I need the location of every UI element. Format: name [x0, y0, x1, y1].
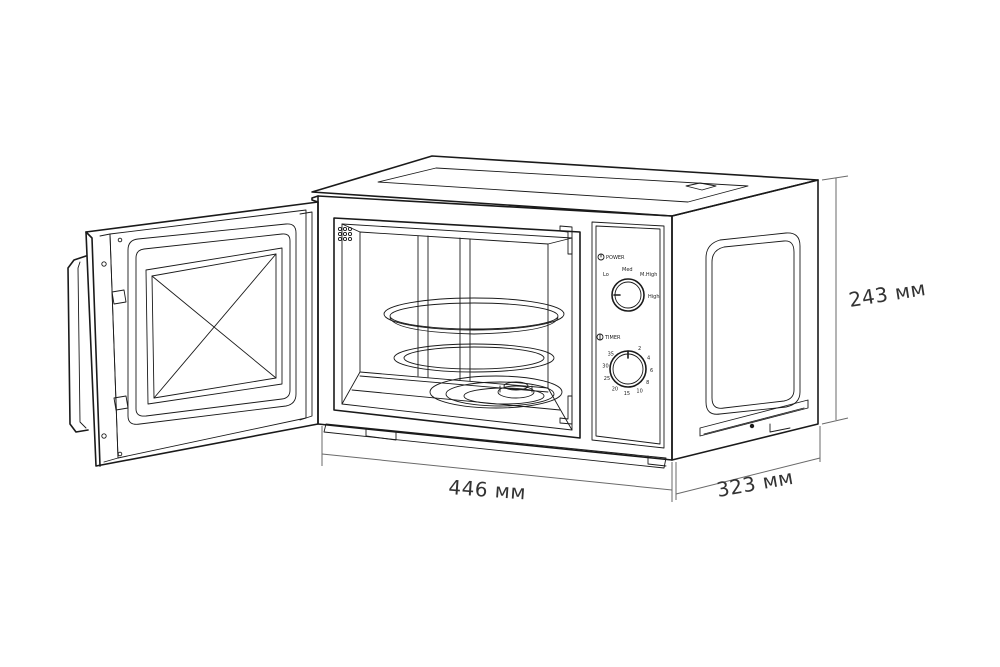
- timer-mark: 2: [638, 346, 641, 352]
- depth-label: 323 мм: [715, 465, 796, 502]
- timer-mark: 35: [608, 352, 614, 358]
- cavity-vent-holes: [337, 226, 353, 242]
- width-dimension: 446 мм: [321, 426, 673, 504]
- timer-mark: 25: [604, 376, 610, 382]
- open-door: [67, 195, 319, 467]
- power-mark-med: Med: [622, 267, 633, 273]
- timer-mark: 4: [647, 355, 650, 361]
- timer-knob[interactable]: [609, 350, 647, 388]
- microwave-body: [311, 155, 819, 469]
- timer-mark: 20: [612, 386, 618, 392]
- oven-cavity: [333, 217, 581, 439]
- height-dimension: 243 мм: [821, 175, 928, 425]
- power-label: POWER: [606, 255, 625, 261]
- timer-mark: 10: [636, 389, 642, 395]
- timer-mark: 30: [602, 363, 608, 369]
- power-icon: [597, 253, 605, 261]
- height-label: 243 мм: [847, 276, 928, 312]
- depth-dimension: 323 мм: [675, 426, 821, 502]
- timer-label: TIMER: [604, 335, 621, 341]
- timer-mark: 6: [650, 368, 653, 374]
- timer-mark: 15: [624, 391, 630, 397]
- width-label: 446 мм: [448, 475, 527, 504]
- power-mark-high: High: [648, 294, 660, 300]
- control-panel: POWER Lo Med M.High High TIMER 24 68 10 15 2…: [591, 221, 665, 449]
- power-mark-mid-high: M.High: [640, 272, 657, 278]
- timer-mark: 8: [646, 380, 649, 386]
- power-knob[interactable]: [611, 278, 645, 312]
- power-mark-low: Lo: [603, 272, 609, 278]
